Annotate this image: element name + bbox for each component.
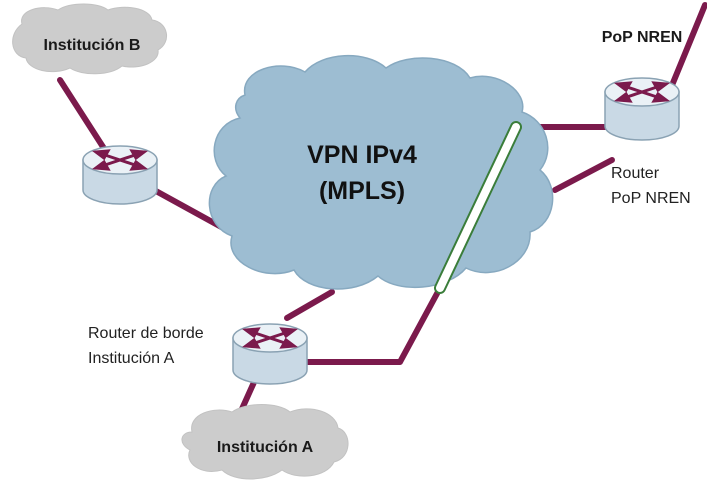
- pop-router-label-line1: Router: [611, 165, 660, 182]
- core-title-line1: VPN IPv4: [307, 141, 417, 169]
- link-border-router-tunnel-path: [297, 285, 443, 365]
- link-pop-router-uplink: [665, 2, 707, 98]
- border-router-label-line1: Router de borde: [88, 325, 204, 342]
- pop-nren-title: PoP NREN: [602, 29, 683, 46]
- vpn-tunnel: [434, 121, 522, 294]
- router-border-institucion-a: [232, 323, 308, 385]
- router-arrows-icon: [613, 81, 671, 103]
- cloud-label-institucion-a: Institución A: [217, 439, 314, 456]
- router-arrows-icon: [241, 327, 299, 349]
- link-border-router-to-core: [284, 289, 335, 321]
- link-institucion-b-to-router-b: [57, 77, 108, 153]
- border-router-label-line2: Institución A: [88, 350, 175, 367]
- link-core-to-pop-router-low: [552, 157, 615, 193]
- cloud-label-institucion-b: Institución B: [44, 37, 141, 54]
- cloud-institucion-a: Institución A: [181, 404, 349, 480]
- router-institucion-b: [82, 145, 158, 205]
- pop-router-label-line2: PoP NREN: [611, 190, 691, 207]
- router-arrows-icon: [91, 149, 149, 171]
- cloud-institucion-b: Institución B: [12, 3, 167, 75]
- core-title-line2: (MPLS): [319, 177, 405, 205]
- router-pop-nren: [604, 77, 680, 141]
